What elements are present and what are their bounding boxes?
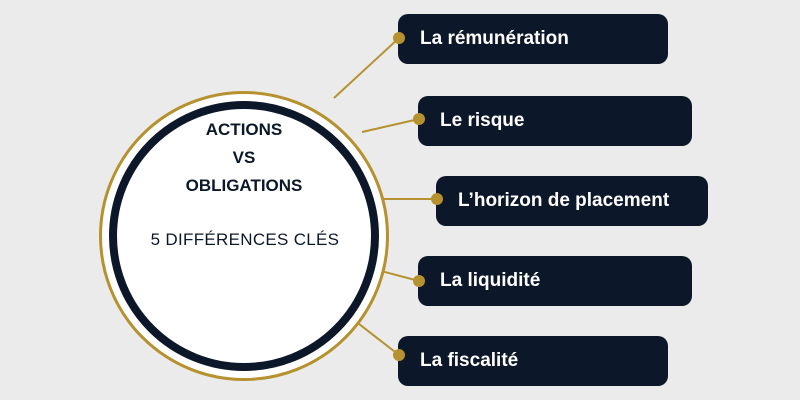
hub-title-line-obligations: OBLIGATIONS	[185, 176, 303, 195]
item-pill-risque: Le risque	[418, 96, 692, 146]
hub-inner-ring	[109, 101, 379, 371]
item-label-horizon: L’horizon de placement	[458, 190, 670, 211]
item-pill-fiscalite: La fiscalité	[398, 336, 668, 386]
connector-dot-remuneration	[393, 32, 405, 44]
item-label-remuneration: La rémunération	[420, 28, 569, 49]
connector-line-remuneration	[333, 37, 400, 99]
item-pill-horizon: L’horizon de placement	[436, 176, 708, 226]
item-pill-remuneration: La rémunération	[398, 14, 668, 64]
connector-dot-risque	[413, 113, 425, 125]
hub-title-line-actions: ACTIONS	[205, 120, 283, 139]
connector-dot-fiscalite	[393, 349, 405, 361]
connector-dot-liquidite	[413, 275, 425, 287]
item-label-risque: Le risque	[440, 110, 525, 131]
hub-subtitle: 5 DIFFÉRENCES CLÉS	[150, 230, 340, 249]
item-pill-liquidite: La liquidité	[418, 256, 692, 306]
connector-line-risque	[361, 118, 420, 133]
item-label-liquidite: La liquidité	[440, 270, 541, 291]
item-label-fiscalite: La fiscalité	[420, 350, 519, 371]
connector-dot-horizon	[431, 193, 443, 205]
hub-title: ACTIONS VS OBLIGATIONS	[144, 116, 344, 200]
hub-title-line-vs: VS	[232, 148, 256, 167]
